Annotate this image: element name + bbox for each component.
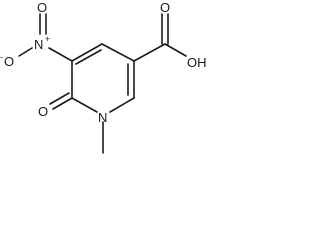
bond-c4-c3	[101, 43, 135, 62]
structure-canvas: O - N + O O OH O N	[0, 0, 207, 154]
bond-c5-nitro-n	[48, 47, 73, 62]
atom-ketone-o: O	[38, 104, 48, 119]
atom-nitro-o-left: O	[4, 54, 14, 69]
bond-c4-c5-inner	[75, 49, 102, 65]
bond-c3-acid-c	[133, 43, 166, 62]
bond-c4-c5	[71, 43, 103, 62]
atom-acid-oh: OH	[187, 55, 207, 70]
bond-nitro-n-o-left	[18, 47, 33, 57]
charge-nitro-n: +	[45, 34, 50, 44]
bond-c6-o-a	[52, 97, 73, 110]
bond-acid-c-oh	[164, 43, 187, 57]
atom-nitro-o-top: O	[37, 0, 47, 15]
atom-acid-o-top: O	[160, 0, 170, 15]
bond-c6-n1	[71, 97, 98, 113]
molecule-drawing: O - N + O O OH O N	[0, 0, 207, 154]
atom-nitro-n: N	[34, 37, 43, 52]
charge-nitro-o-left: -	[0, 52, 3, 62]
bond-c2-n1	[109, 97, 135, 113]
atom-ring-n: N	[98, 110, 107, 125]
bond-c6-o-b	[49, 92, 70, 105]
